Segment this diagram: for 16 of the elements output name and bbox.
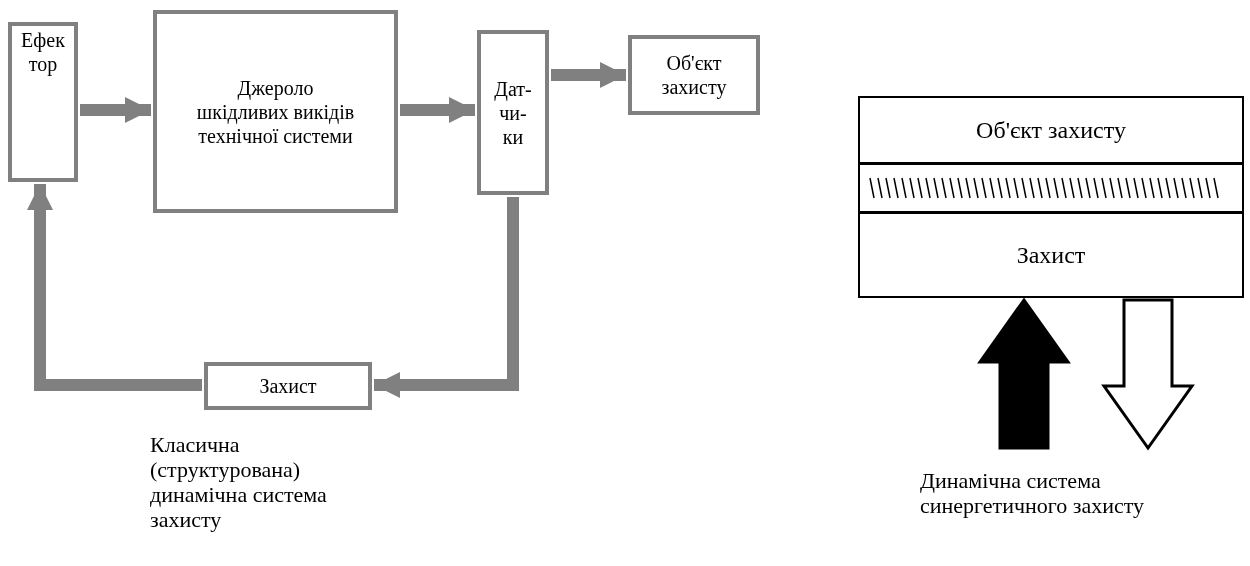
layer-band: Захист [858, 212, 1244, 298]
arrow [26, 184, 202, 391]
process-box: Джероло шкідливих викідів технічної системи [153, 10, 398, 213]
block-arrow [977, 297, 1071, 450]
caption: Класична (структурована) динамічна система захисту [150, 432, 328, 532]
process-box: Ефек тор [8, 22, 78, 182]
process-box: Дат- чи- ки [477, 30, 549, 195]
arrow [551, 61, 626, 89]
layer-band: Об'єкт захисту [858, 96, 1244, 164]
arrow [80, 96, 151, 124]
process-box: Об'єкт захисту [628, 35, 760, 115]
arrow [374, 197, 519, 399]
block-arrow [1101, 298, 1195, 451]
process-box: Захист [204, 362, 372, 410]
caption: Динамічна система синергетичного захисту [920, 468, 1146, 518]
arrow [400, 96, 475, 124]
